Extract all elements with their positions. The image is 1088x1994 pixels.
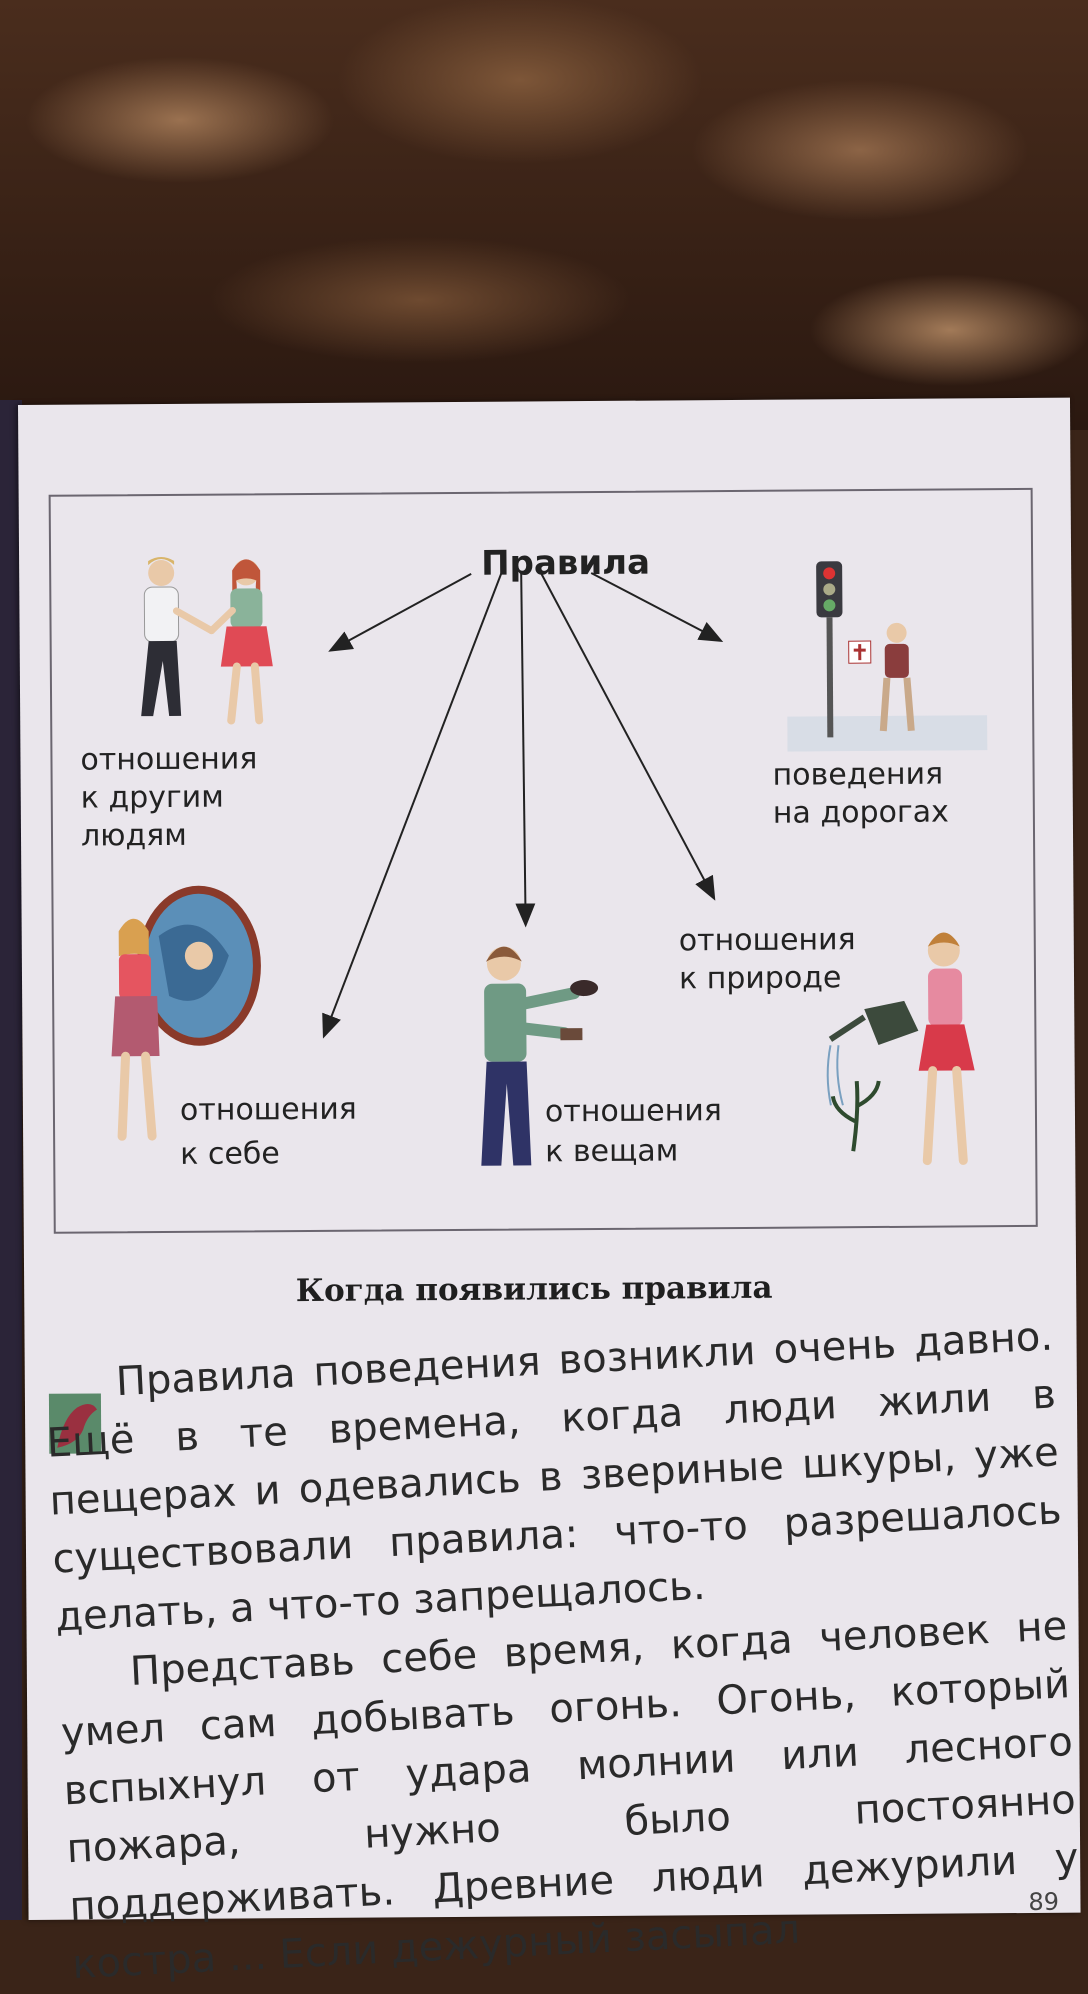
body-text: Правила поведения возникли очень давно. …: [43, 1308, 1083, 1994]
traffic-light-illustration: [787, 561, 988, 752]
handshake-illustration: [141, 557, 273, 725]
section-heading: Когда появились правила: [295, 1269, 773, 1310]
carpet-background: [0, 0, 1088, 430]
rules-diagram: Правила отношения к другим людям: [48, 487, 1038, 1234]
label-others-3: людям: [80, 817, 187, 854]
page-number: 89: [1028, 1887, 1060, 1916]
paragraph-1: Правила поведения возникли очень давно. …: [45, 1313, 1063, 1641]
label-self-2: к себе: [180, 1136, 280, 1172]
shoe-cleaning-illustration: [481, 946, 599, 1166]
diagram-title: Правила: [480, 542, 651, 584]
diagram-arrows: [322, 572, 724, 1039]
label-roads-1: поведения: [772, 756, 944, 793]
paragraph-2: Представь себе время, когда человек не у…: [59, 1603, 1080, 1989]
mirror-illustration: [111, 885, 261, 1141]
book-cover-edge: [0, 400, 22, 1920]
reading-icon: [48, 1393, 102, 1454]
watering-illustration: [826, 932, 975, 1166]
label-others-2: к другим: [80, 779, 224, 816]
label-others-1: отношения: [80, 741, 258, 778]
label-things-1: отношения: [544, 1093, 722, 1130]
book-page: Правила отношения к другим людям: [18, 397, 1081, 1988]
label-roads-2: на дорогах: [772, 794, 949, 831]
label-things-2: к вещам: [545, 1133, 679, 1170]
label-self-1: отношения: [179, 1091, 357, 1128]
